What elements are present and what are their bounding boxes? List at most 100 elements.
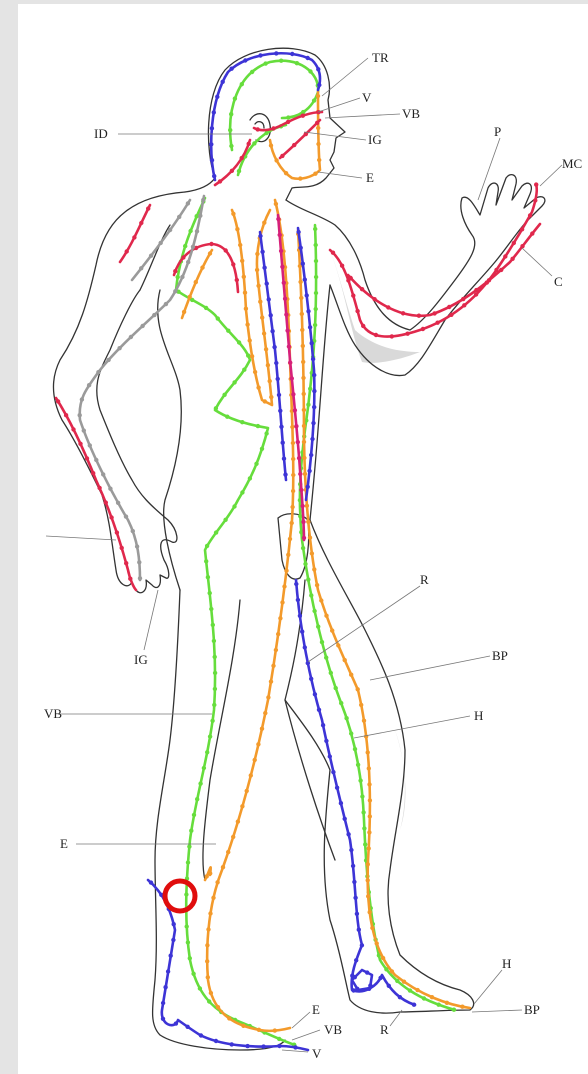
acupoint-dot xyxy=(172,922,176,926)
acupoint-dot xyxy=(206,975,210,979)
acupoint-dot xyxy=(280,265,284,269)
acupoint-dot xyxy=(510,257,514,261)
acupoint-dot xyxy=(528,213,532,217)
acupoint-dot xyxy=(231,212,235,216)
acupoint-dot xyxy=(533,198,537,202)
acupoint-dot xyxy=(286,115,290,119)
acupoint-dot xyxy=(284,171,288,175)
acupoint-dot xyxy=(291,473,295,477)
acupoint-dot xyxy=(405,332,409,336)
acupoint-dot xyxy=(169,954,173,958)
acupoint-dot xyxy=(316,142,320,146)
acupoint-dot xyxy=(205,750,209,754)
acupoint-dot xyxy=(299,296,303,300)
acupoint-dot xyxy=(268,379,272,383)
acupoint-dot xyxy=(494,268,498,272)
acupoint-dot xyxy=(260,250,264,254)
acupoint-dot xyxy=(174,1021,178,1025)
acupoint-dot xyxy=(163,985,167,989)
acupoint-dot xyxy=(314,291,318,295)
acupoint-dot xyxy=(270,329,274,333)
acupoint-dot xyxy=(256,424,260,428)
acupoint-dot xyxy=(212,639,216,643)
acupoint-dot xyxy=(334,686,338,690)
acupoint-dot xyxy=(302,392,306,396)
acupoint-dot xyxy=(302,440,306,444)
acupoint-dot xyxy=(177,215,181,219)
acupoint-dot xyxy=(364,734,368,738)
acupoint-dot xyxy=(215,95,219,99)
acupoint-dot xyxy=(452,1008,456,1012)
acupoint-dot xyxy=(290,425,294,429)
acupoint-dot xyxy=(276,377,280,381)
acupoint-dot xyxy=(258,234,262,238)
acupoint-dot xyxy=(277,1037,281,1041)
acupoint-dot xyxy=(290,505,294,509)
label-vb-head: VB xyxy=(402,106,420,121)
acupoint-dot xyxy=(499,268,503,272)
acupoint-dot xyxy=(402,980,406,984)
acupoint-dot xyxy=(435,321,439,325)
acupoint-dot xyxy=(295,61,299,65)
acupoint-dot xyxy=(232,380,236,384)
label-p: P xyxy=(494,124,501,139)
acupoint-dot xyxy=(301,114,305,118)
acupoint-dot xyxy=(264,347,268,351)
acupoint-dot xyxy=(474,288,478,292)
acupoint-dot xyxy=(303,472,307,476)
acupoint-dot xyxy=(233,96,237,100)
acupoint-dot xyxy=(231,262,235,266)
acupoint-dot xyxy=(211,896,215,900)
acupoint-dot xyxy=(253,758,257,762)
acupoint-dot xyxy=(232,504,236,508)
acupoint-dot xyxy=(71,427,75,431)
acupoint-dot xyxy=(408,988,412,992)
acupoint-dot xyxy=(276,217,280,221)
acupoint-dot xyxy=(256,284,260,288)
acupoint-dot xyxy=(258,300,262,304)
acupoint-dot xyxy=(300,328,304,332)
label-tr: TR xyxy=(372,50,389,65)
label-h-foot: H xyxy=(502,956,511,971)
acupoint-dot xyxy=(358,778,362,782)
acupoint-dot xyxy=(367,782,371,786)
acupoint-dot xyxy=(213,671,217,675)
acupoint-dot xyxy=(262,331,266,335)
acupoint-dot xyxy=(312,609,316,613)
acupoint-dot xyxy=(183,244,187,248)
acupoint-dot xyxy=(302,456,306,460)
acupoint-dot xyxy=(206,575,210,579)
acupoint-dot xyxy=(474,292,478,296)
acupoint-dot xyxy=(269,395,273,399)
acupoint-dot xyxy=(188,956,192,960)
acupoint-dot xyxy=(306,485,310,489)
acupoint-dot xyxy=(191,972,195,976)
acupoint-dot xyxy=(146,206,150,210)
acupoint-dot xyxy=(204,559,208,563)
acupoint-dot xyxy=(173,289,177,293)
acupoint-dot xyxy=(368,798,372,802)
label-h-thigh: H xyxy=(474,708,483,723)
acupoint-dot xyxy=(284,569,288,573)
acupoint-dot xyxy=(288,360,292,364)
acupoint-dot xyxy=(352,880,356,884)
acupoint-dot xyxy=(366,750,370,754)
acupoint-dot xyxy=(209,142,213,146)
acupoint-dot xyxy=(97,486,101,490)
acupoint-dot xyxy=(186,260,190,264)
acupoint-dot xyxy=(216,316,220,320)
acupoint-dot xyxy=(191,245,195,249)
acupoint-dot xyxy=(159,241,163,245)
acupoint-dot xyxy=(96,370,100,374)
label-bp-foot: BP xyxy=(524,1002,540,1017)
acupoint-dot xyxy=(314,275,318,279)
acupoint-dot xyxy=(230,169,234,173)
acupoint-dot xyxy=(131,529,135,533)
acupoint-dot xyxy=(370,926,374,930)
acupoint-dot xyxy=(187,844,191,848)
acupoint-dot xyxy=(229,112,233,116)
label-v-head: V xyxy=(362,90,372,105)
acupoint-dot xyxy=(349,673,353,677)
acupoint-dot xyxy=(138,576,142,580)
acupoint-dot xyxy=(312,567,316,571)
